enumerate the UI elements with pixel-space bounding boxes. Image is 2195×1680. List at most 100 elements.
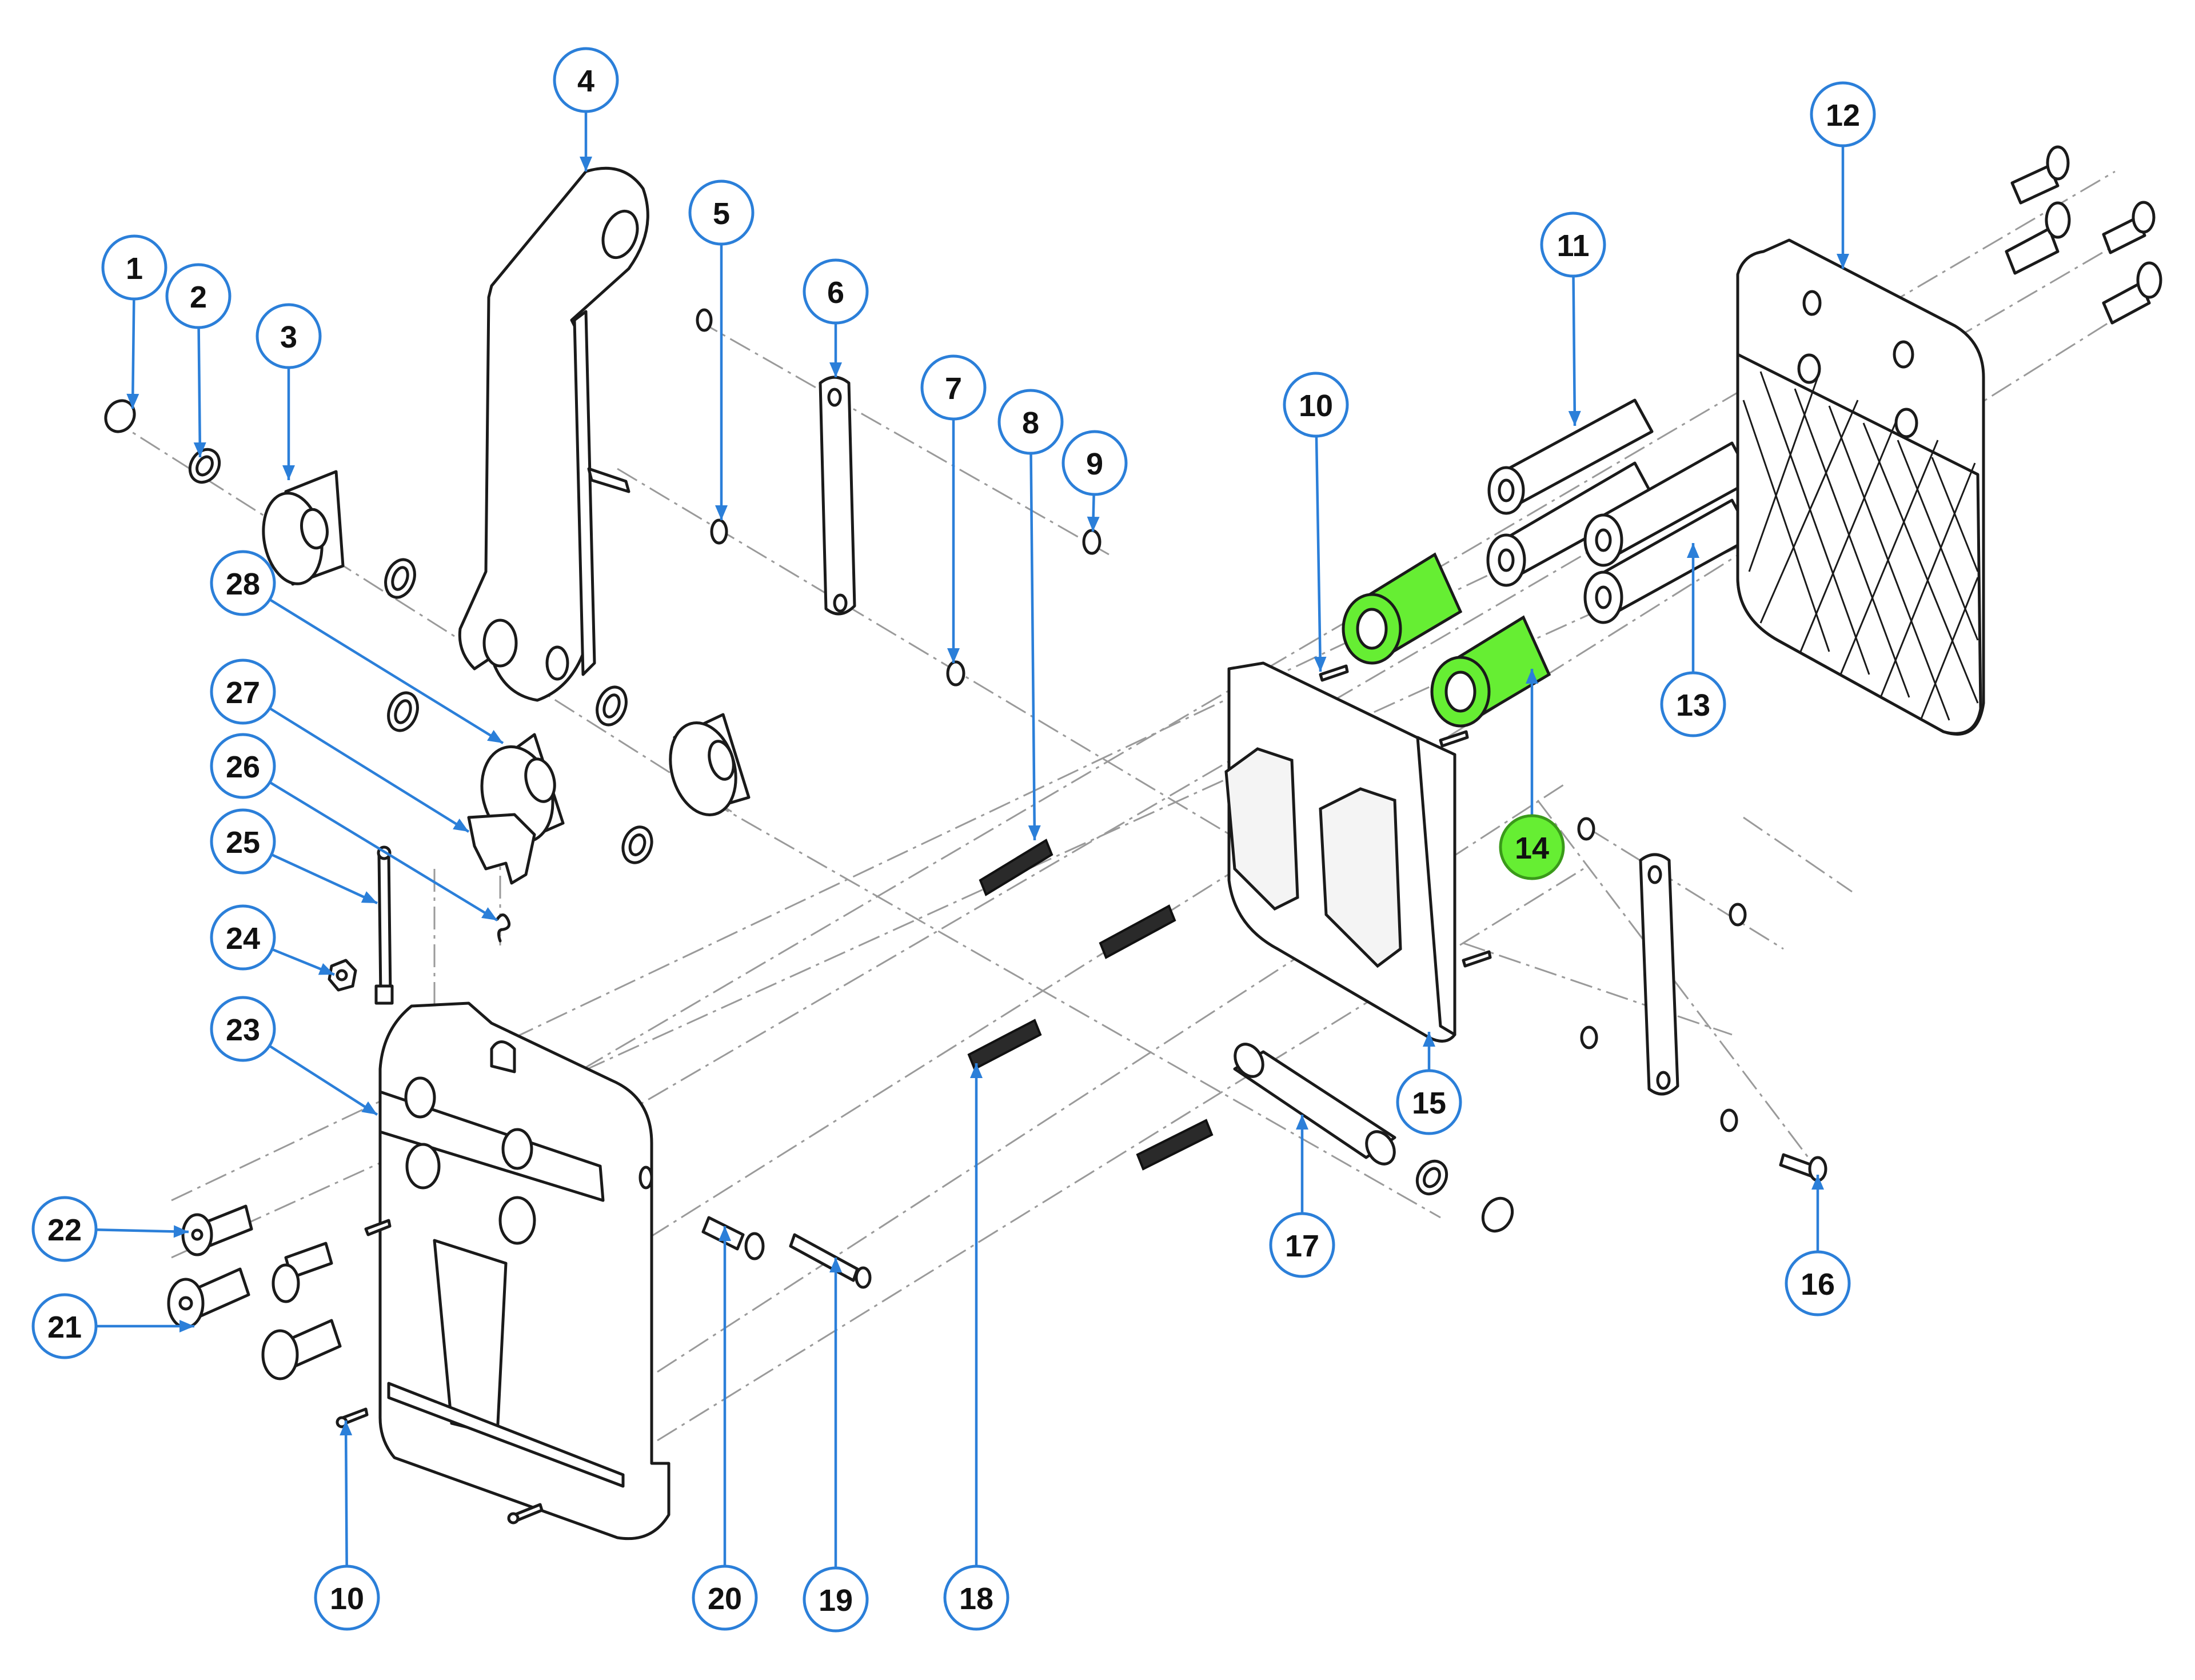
washer-right-b: [1729, 903, 1747, 927]
callout-circle: [688, 179, 755, 246]
lever-arm-part-4: [458, 166, 649, 702]
pin-part-17: [1233, 1043, 1396, 1166]
callout-circle: [1540, 212, 1606, 278]
callout-number: 12: [1826, 98, 1860, 133]
small-screw-bottom: [507, 1503, 544, 1525]
link-bar-part-6: [819, 376, 856, 616]
callout-28: 28: [210, 550, 276, 616]
callout-arrowhead-4: [580, 157, 592, 171]
callout-12: 12: [1810, 81, 1876, 147]
callout-number: 7: [945, 372, 962, 406]
spacer-part-13-b: [1583, 498, 1754, 624]
callout-number: 1: [126, 252, 143, 286]
callout-number: 28: [226, 567, 260, 601]
callout-circle: [553, 47, 619, 113]
callout-circle: [210, 659, 276, 725]
callout-circle: [210, 996, 276, 1062]
pedal-plate-part-12: [1736, 238, 1985, 736]
callout-19: 19: [803, 1566, 869, 1633]
callout-20: 20: [692, 1565, 758, 1631]
spring-middle: [1099, 904, 1176, 959]
latch-part-27: [467, 813, 536, 885]
callout-16: 16: [1785, 1250, 1851, 1316]
washer-9: [1082, 529, 1102, 555]
callout-leader-23: [269, 1044, 378, 1116]
callout-25: 25: [210, 808, 276, 875]
small-screw-plate-lower: [1462, 950, 1492, 968]
callout-arrowhead-25: [361, 891, 377, 903]
callout-leader-22: [95, 1228, 189, 1234]
spacer-part-11-b: [1486, 461, 1657, 587]
washer-lower: [621, 825, 653, 864]
spring-part-8: [979, 839, 1053, 896]
callout-arrowhead-5: [715, 505, 728, 520]
callout-11: 11: [1540, 212, 1606, 278]
callout-arrowhead-24: [318, 963, 334, 975]
callout-27: 27: [210, 659, 276, 725]
callout-circle: [920, 354, 987, 421]
callout-1: 1: [101, 234, 167, 301]
callout-circle: [997, 389, 1064, 455]
callout-arrowhead-8: [1028, 825, 1041, 840]
callout-number: 26: [226, 750, 260, 784]
screw-part-21: [167, 1267, 250, 1329]
callout-circle: [165, 263, 232, 329]
callout-arrowhead-2: [193, 442, 206, 457]
callout-number: 13: [1676, 688, 1710, 723]
washer-right-17a: [1415, 1159, 1448, 1196]
callout-arrowhead-1: [126, 393, 139, 409]
retaining-ring-part-1: [104, 399, 136, 433]
callout-arrowhead-28: [487, 730, 503, 743]
bolts-pedal: [2005, 145, 2162, 325]
washer-center: [596, 685, 628, 727]
callout-arrowhead-18: [970, 1063, 983, 1078]
callout-arrowhead-10: [1314, 656, 1327, 672]
bushing-part-14-upper: [1342, 552, 1463, 665]
callout-arrowhead-19: [829, 1258, 842, 1272]
callout-circle: [1785, 1250, 1851, 1316]
callout-number: 25: [226, 825, 260, 860]
retaining-ring-right: [1481, 1196, 1514, 1233]
callout-22: 22: [31, 1196, 98, 1262]
screw-part-22: [181, 1204, 253, 1256]
small-screw-plate-upper: [1439, 730, 1469, 748]
callout-circle: [210, 808, 276, 875]
callout-circle: [314, 1565, 380, 1631]
callout-17: 17: [1269, 1212, 1335, 1278]
callout-circle: [1269, 1212, 1335, 1278]
callout-number: 24: [226, 921, 260, 956]
callout-arrowhead-17: [1296, 1115, 1308, 1130]
callout-number: 6: [827, 276, 844, 310]
callout-circle: [256, 303, 322, 369]
spring-part-26: [496, 913, 511, 943]
screw-lower-left: [272, 1242, 333, 1303]
callout-arrowhead-10: [340, 1420, 353, 1436]
plate-part-15: [1224, 661, 1456, 1043]
callout-26: 26: [210, 733, 276, 799]
callout-number: 21: [47, 1310, 82, 1344]
callout-number: 27: [226, 676, 260, 710]
washer-small: [384, 558, 416, 599]
nut-part-24: [328, 959, 357, 992]
callout-21: 21: [31, 1293, 98, 1359]
callout-number: 18: [959, 1582, 993, 1616]
callout-arrowhead-11: [1568, 410, 1581, 426]
callout-10: 10: [314, 1565, 380, 1631]
link-bar-right: [1639, 853, 1679, 1096]
callout-arrowhead-14: [1526, 669, 1538, 684]
callout-leader-1: [131, 298, 135, 409]
callout-arrowhead-22: [173, 1225, 189, 1238]
rod-part-25: [374, 845, 394, 1005]
callout-leaders: [95, 111, 1849, 1568]
callout-circle: [210, 733, 276, 799]
callout-arrowhead-21: [179, 1320, 194, 1332]
spacer-part-11-a: [1487, 398, 1654, 515]
callout-24: 24: [210, 904, 276, 971]
callout-number: 8: [1022, 406, 1039, 440]
callout-number: 3: [280, 320, 297, 354]
callout-circle: [31, 1196, 98, 1262]
callout-circle: [1061, 430, 1128, 496]
housing-part-23: [378, 1001, 671, 1541]
callout-circle: [1499, 814, 1565, 880]
